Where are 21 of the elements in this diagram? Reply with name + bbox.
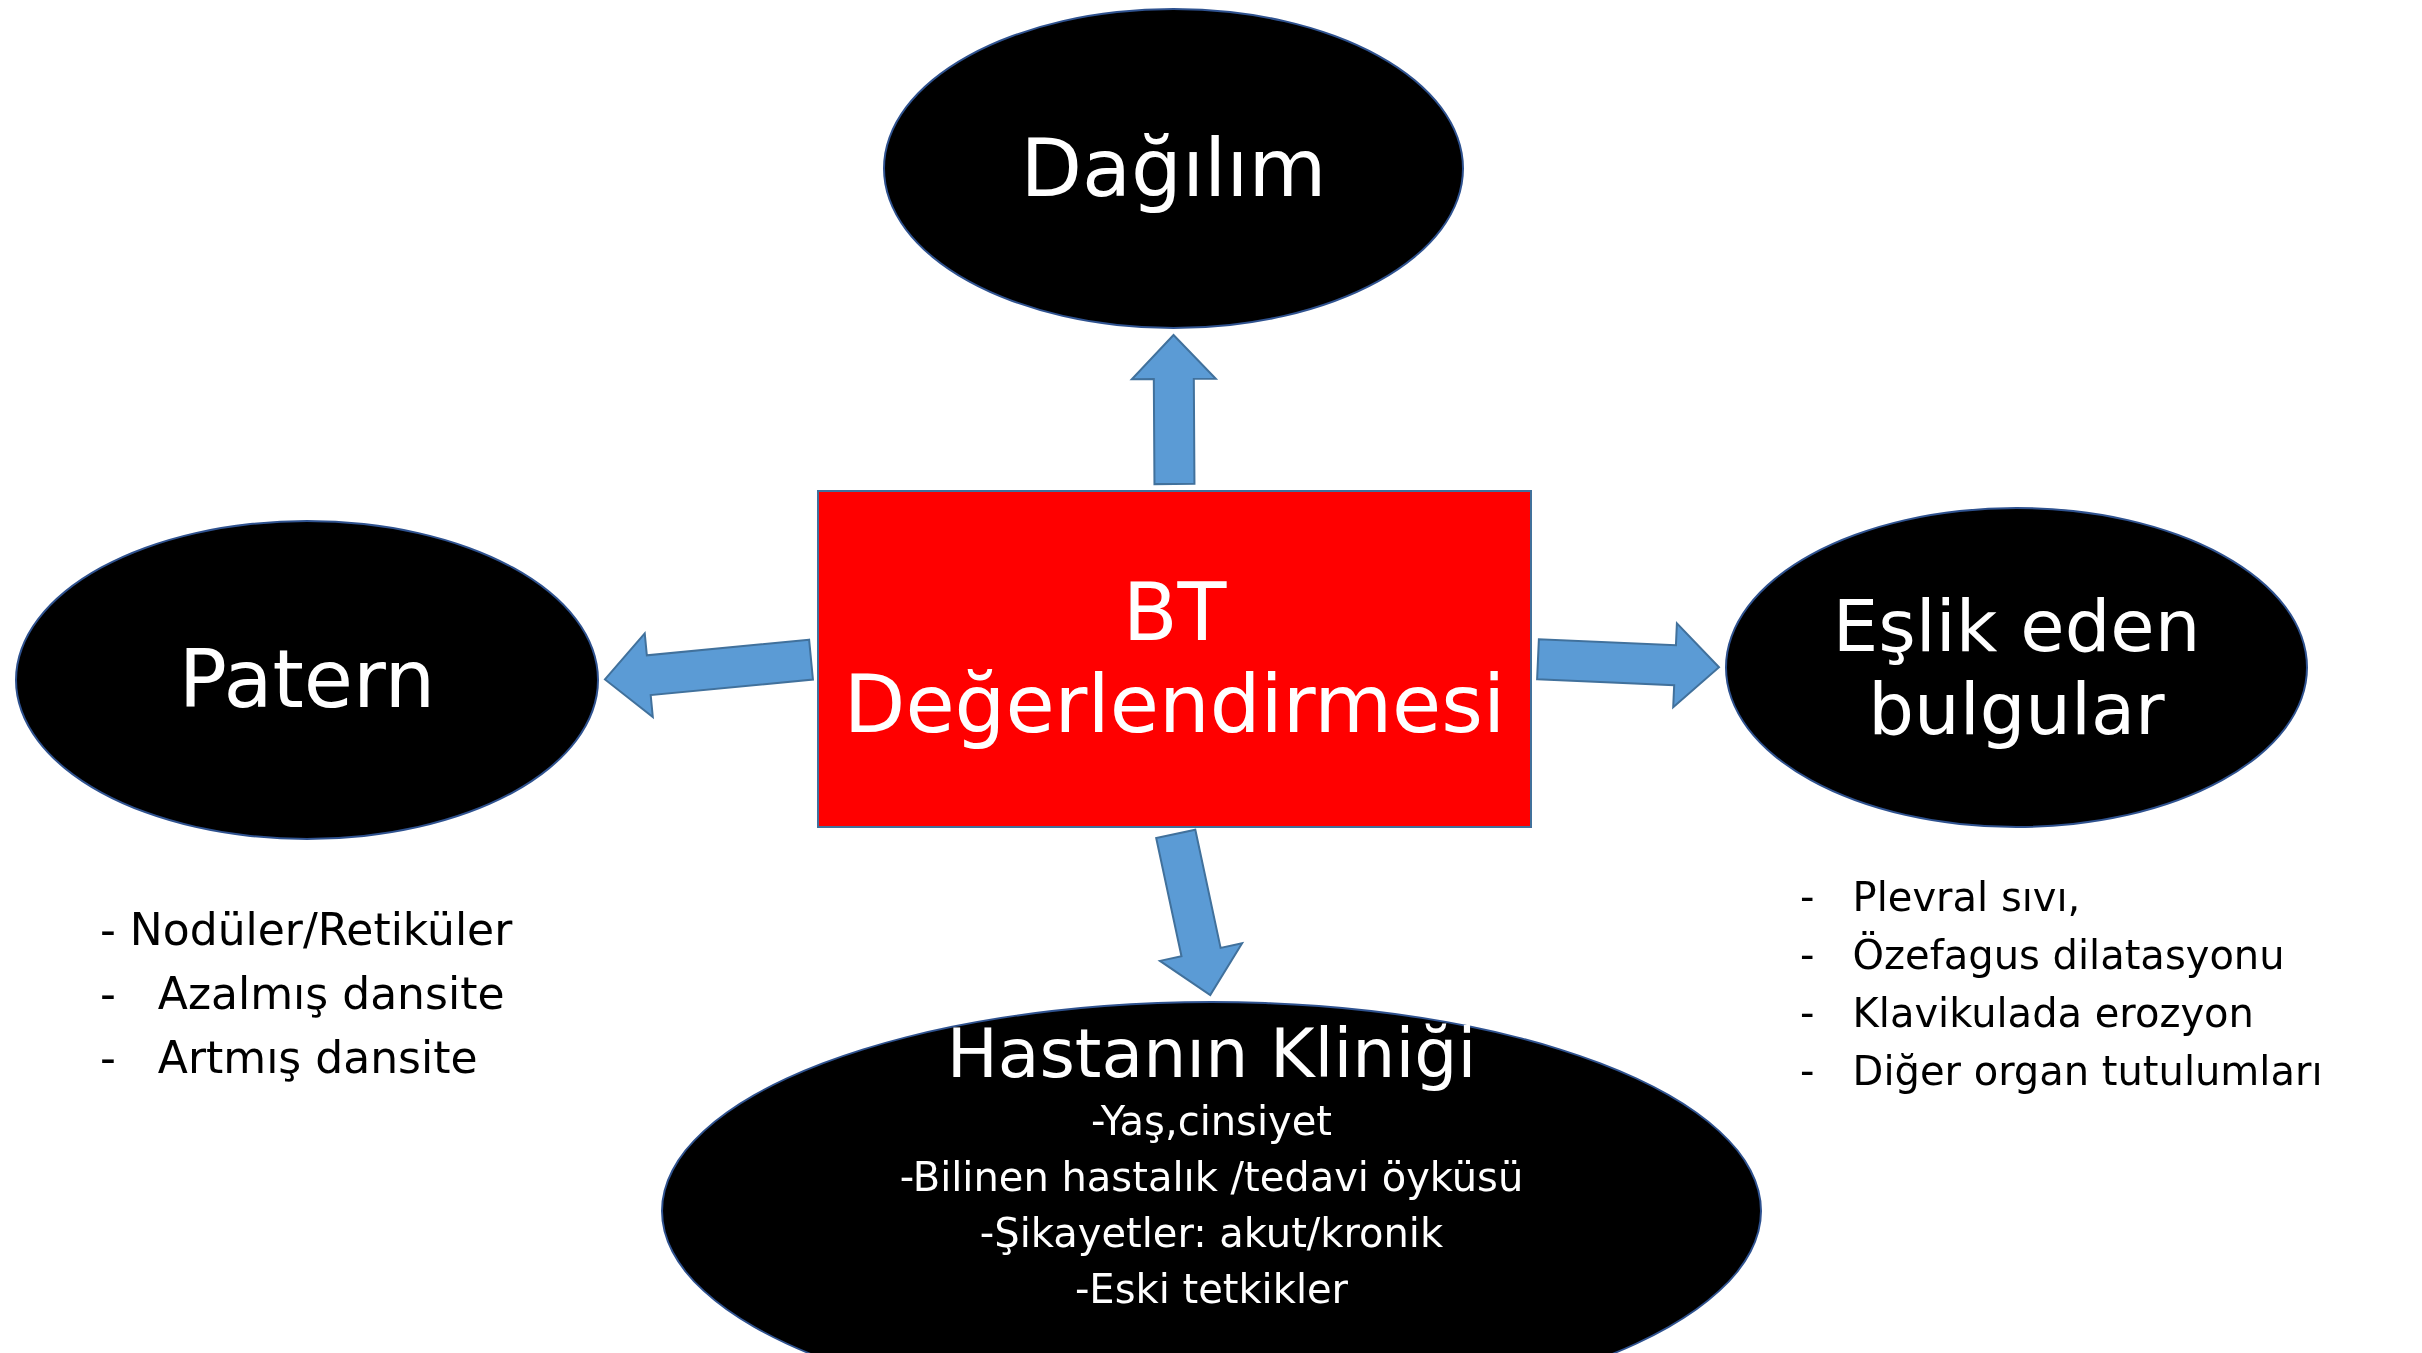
list-item: - Özefagus dilatasyonu [1800,930,2286,980]
block-arrow [1536,620,1721,710]
block-arrow [1155,828,1245,997]
block-arrow [1129,333,1219,486]
list-item: - Diğer organ tutulumları [1800,1047,2323,1096]
node-title: Eşlik eden bulgular [1831,584,2202,751]
node-detail: -Bilinen hastalık /tedavi öyküsü [899,1153,1524,1203]
node-title: Patern [177,634,437,726]
list-item: - Klavikulada erozyon [1800,989,2255,1038]
node-detail: -Eski tetkikler [1074,1265,1349,1315]
node-title: BT Değerlendirmesi [842,567,1507,751]
node-detail: -Yaş,cinsiyet [1090,1097,1333,1147]
node-title: Hastanın Kliniği [945,1015,1478,1094]
list-item: - Artmış dansite [100,1030,479,1085]
list-item: - Azalmış dansite [100,966,506,1021]
process-box [817,490,1532,828]
list-item: - Nodüler/Retiküler [100,903,513,957]
list-item: - Plevral sıvı, [1800,873,2082,922]
node-title: Dağılım [1019,122,1328,215]
node-detail: -Şikayetler: akut/kronik [979,1209,1444,1259]
block-arrow [603,630,815,720]
